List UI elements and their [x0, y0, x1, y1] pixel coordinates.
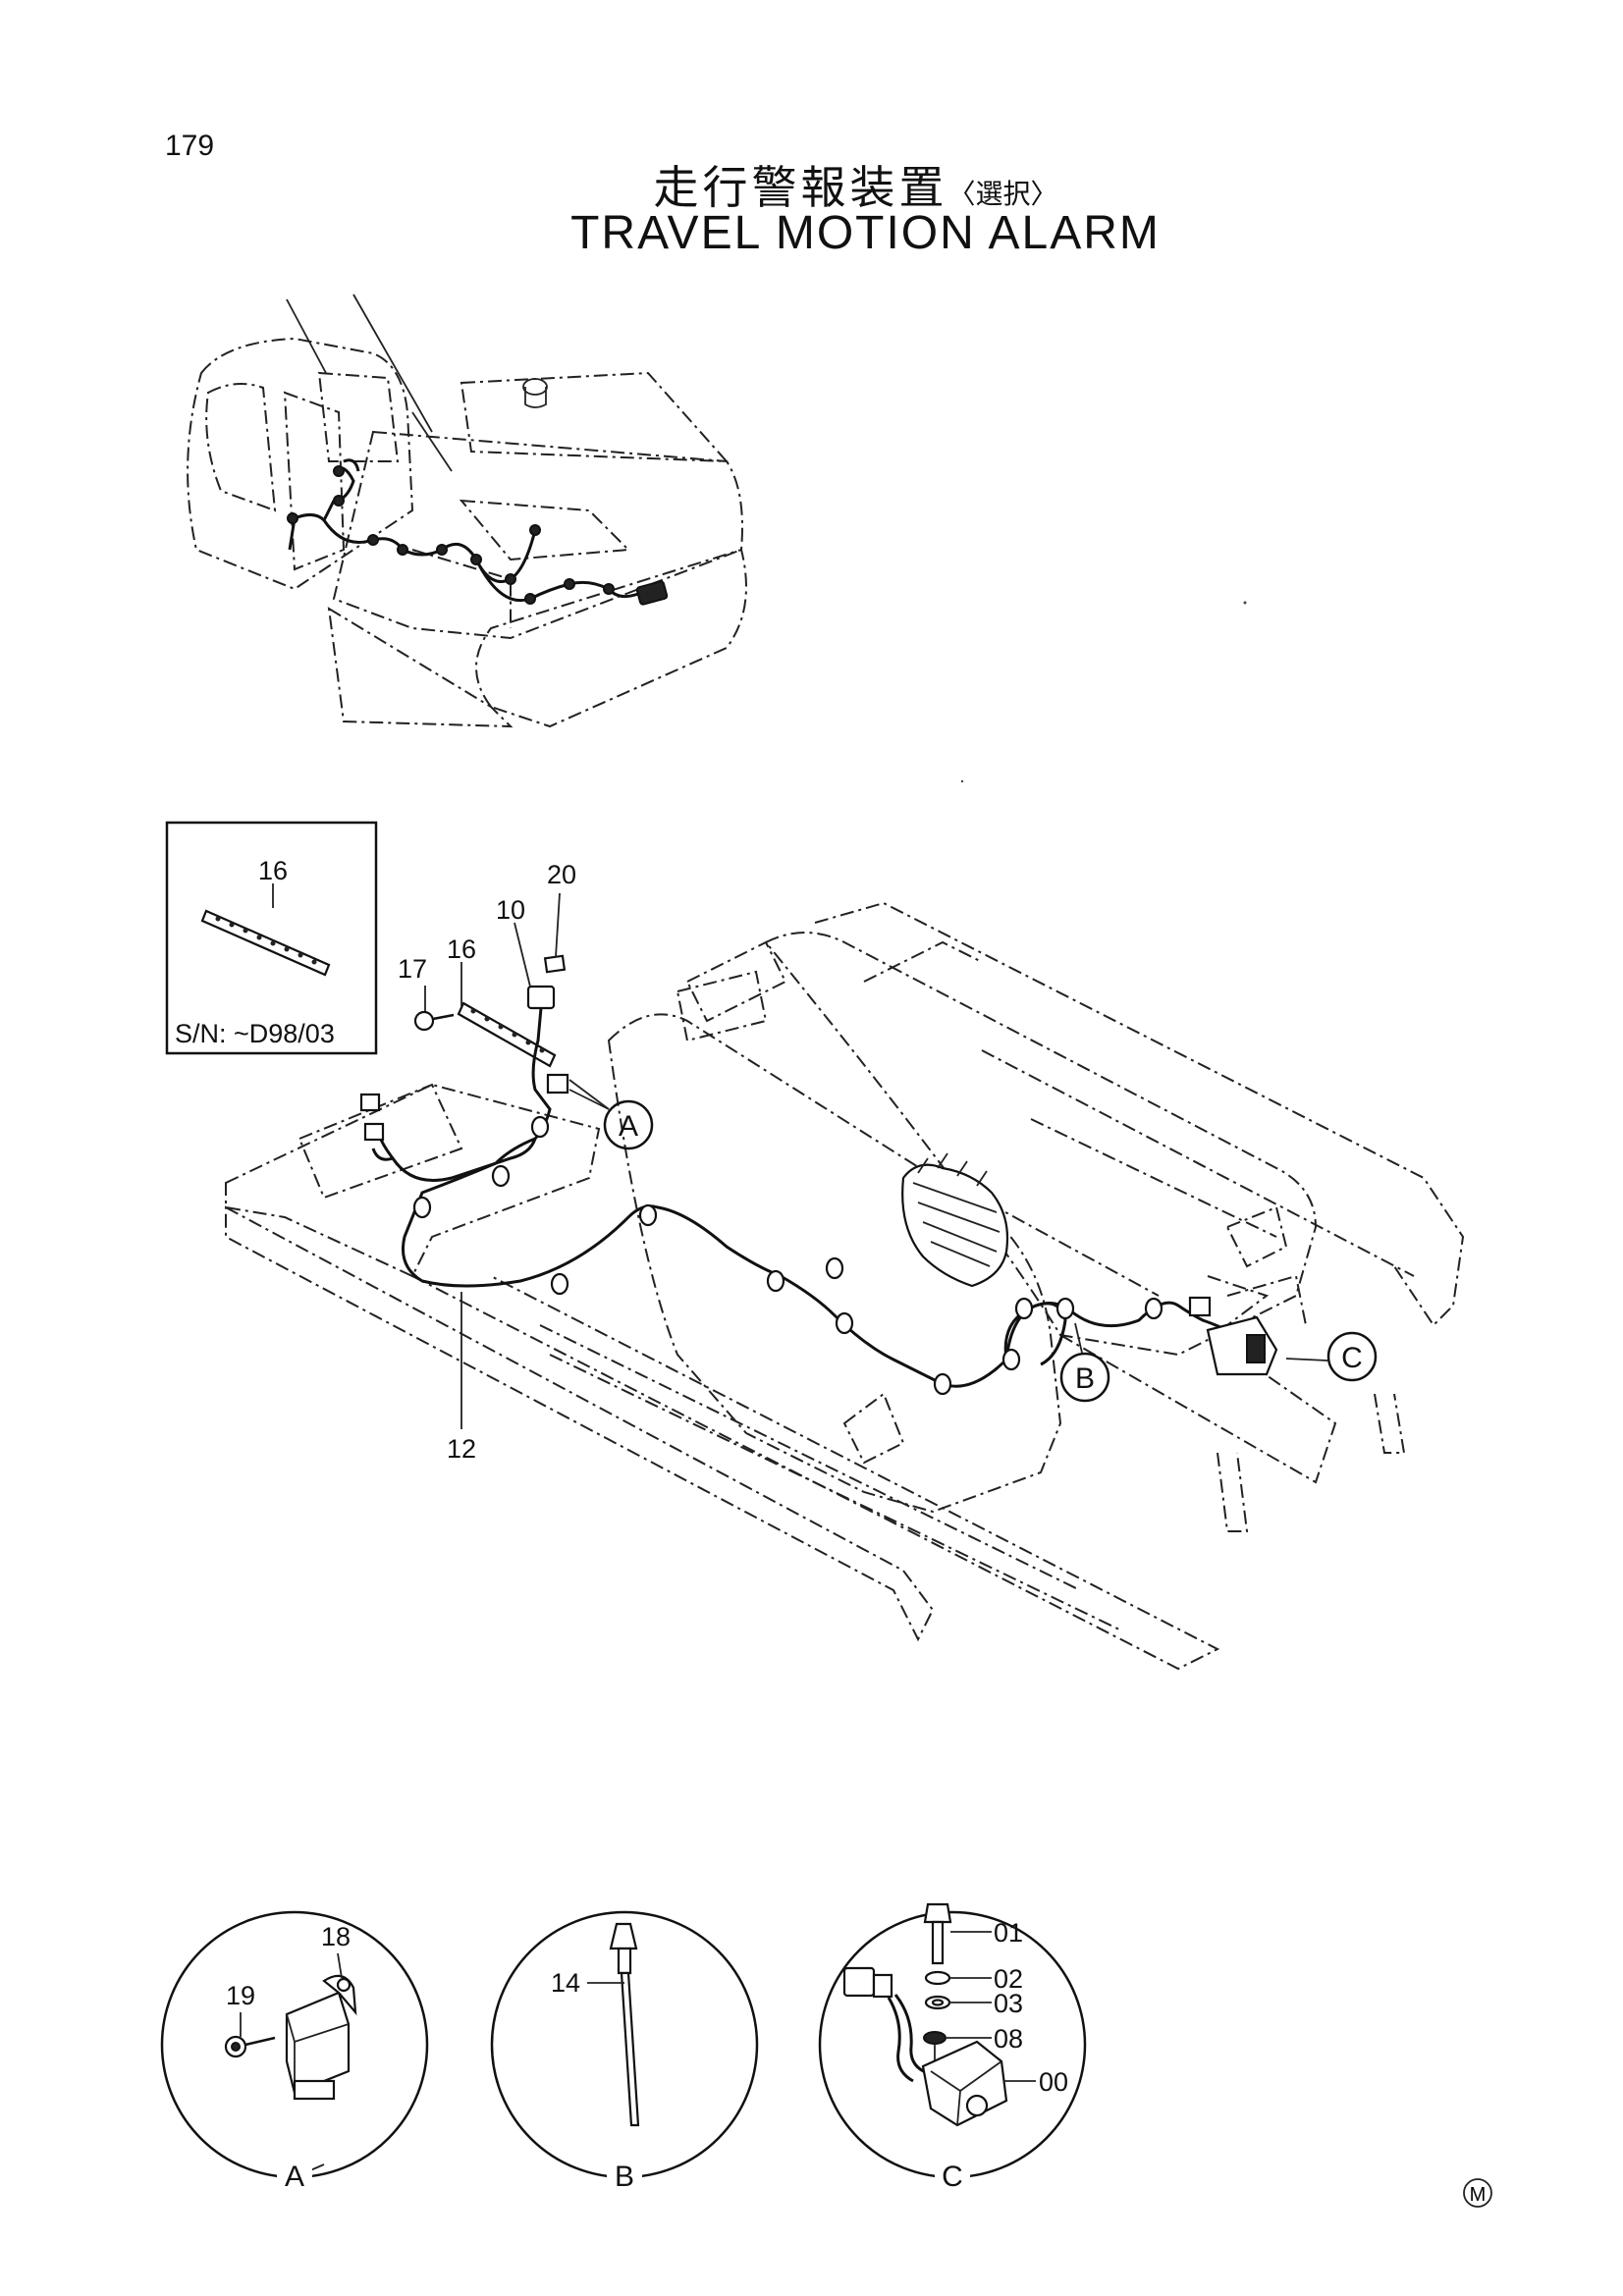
- detail-a-letter: A: [285, 2161, 304, 2193]
- reference-letter-a: A: [619, 1110, 638, 1143]
- detail-a-callout-19: 19: [226, 1981, 255, 2010]
- inset-part-label-16: 16: [258, 856, 288, 885]
- callout-20: 20: [547, 860, 576, 889]
- reference-letter-c: C: [1341, 1342, 1363, 1374]
- detail-c-callout-00: 00: [1039, 2067, 1068, 2097]
- title-japanese-main: 走行警報装置: [653, 161, 948, 214]
- serial-inset-box: 16 S/N: ~D98/03: [165, 821, 378, 1055]
- undercarriage-drawing: [225, 892, 1465, 1671]
- detail-c-callout-02: 02: [994, 1964, 1023, 1994]
- excavator-overview-drawing: [187, 294, 747, 728]
- detail-b-callout-14: 14: [551, 1968, 580, 1998]
- reference-circle-c: [1326, 1331, 1378, 1382]
- callout-12: 12: [447, 1434, 476, 1464]
- detail-b: [490, 1910, 759, 2179]
- detail-c-callout-08: 08: [994, 2024, 1023, 2054]
- page-number: 179: [165, 130, 215, 162]
- reference-letter-b: B: [1075, 1362, 1095, 1395]
- detail-a: [160, 1910, 429, 2179]
- detail-a-callout-18: 18: [321, 1922, 351, 1951]
- brand-mark-letter: M: [1470, 2184, 1487, 2206]
- inset-serial-note: S/N: ~D98/03: [175, 1019, 335, 1048]
- title-japanese-sub: 〈選択〉: [947, 178, 1058, 210]
- callout-16: 16: [447, 934, 476, 964]
- detail-c-callout-01: 01: [994, 1918, 1023, 1948]
- callout-10: 10: [496, 895, 525, 925]
- title-english: TRAVEL MOTION ALARM: [570, 207, 1161, 259]
- detail-c-callout-03: 03: [994, 1989, 1023, 2018]
- reference-circle-b: [1059, 1352, 1110, 1403]
- detail-b-letter: B: [615, 2161, 634, 2193]
- detail-c: [818, 1902, 1087, 2179]
- title-japanese: 走行警報装置〈選択〉: [0, 152, 1623, 217]
- detail-c-letter: C: [942, 2161, 963, 2193]
- callout-17: 17: [398, 954, 427, 984]
- brand-mark-circle: [1463, 2178, 1492, 2208]
- reference-circle-a: [603, 1099, 654, 1150]
